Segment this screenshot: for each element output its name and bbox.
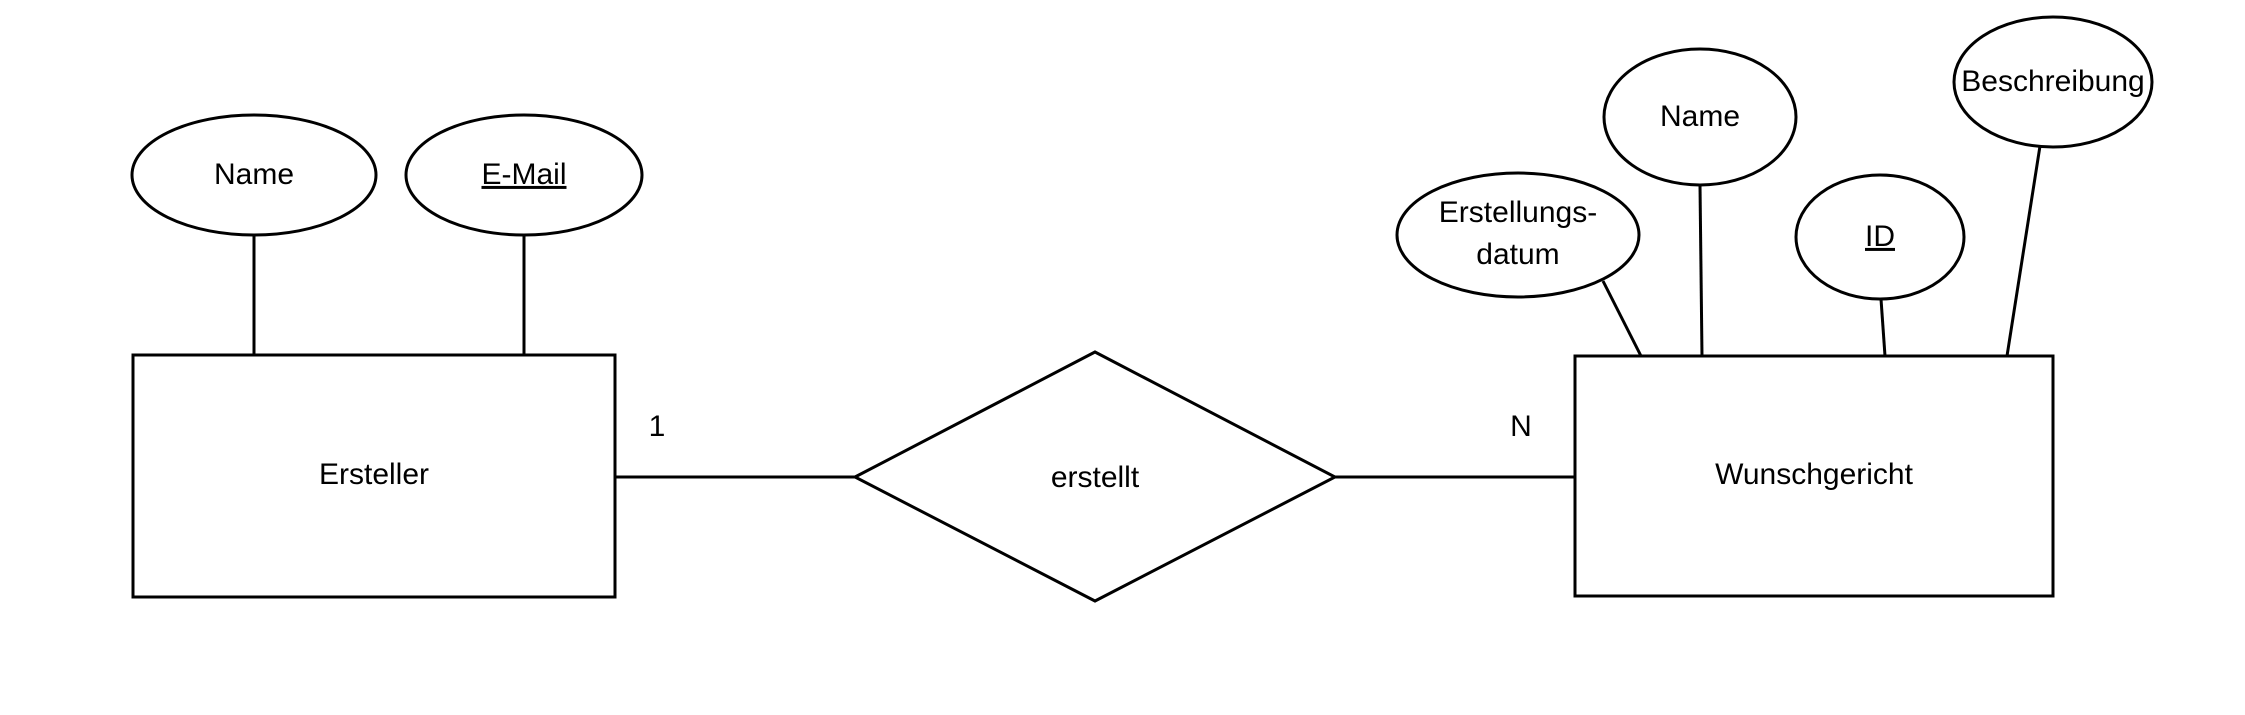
attribute-ellipse-wunschgericht-name[interactable] [1602, 47, 1798, 187]
relationship-label-erstellt: erstellt [1051, 461, 1140, 494]
attribute-ellipse-wunschgericht-erstellungsdatum[interactable] [1395, 171, 1641, 299]
connector-wunschgericht-id [1879, 298, 1887, 357]
attribute-ellipse-wunschgericht-id[interactable] [1794, 173, 1966, 301]
attribute-label-wunschgericht-beschreibung: Beschreibung [1961, 65, 2144, 98]
attribute-ellipse-ersteller-name[interactable] [130, 113, 378, 237]
entity-box-ersteller[interactable] [131, 353, 617, 599]
attribute-label-wunschgericht-erstellungsdatum-line1: Erstellungs- [1439, 196, 1597, 229]
entity-label-ersteller: Ersteller [319, 458, 429, 491]
entity-label-wunschgericht: Wunschgericht [1715, 458, 1914, 491]
attribute-ellipse-ersteller-email[interactable] [404, 113, 644, 237]
cardinality-label-n: N [1510, 410, 1532, 443]
entity-box-wunschgericht[interactable] [1573, 354, 2055, 598]
connector-wunschgericht-erstellungsdatum [1601, 280, 1643, 357]
connector-wunschgericht-beschreibung [2005, 145, 2042, 357]
attribute-label-ersteller-name: Name [214, 158, 294, 191]
attribute-label-wunschgericht-id: ID [1865, 220, 1895, 253]
connector-wunschgericht-name [1698, 184, 1704, 357]
relationship-diamond-erstellt[interactable] [851, 350, 1339, 603]
cardinality-label-one: 1 [649, 410, 666, 443]
attribute-label-wunschgericht-name: Name [1660, 100, 1740, 133]
attribute-ellipse-wunschgericht-beschreibung[interactable] [1952, 15, 2154, 149]
attribute-label-wunschgericht-erstellungsdatum-line2: datum [1476, 238, 1559, 271]
attribute-label-ersteller-email: E-Mail [481, 158, 566, 191]
